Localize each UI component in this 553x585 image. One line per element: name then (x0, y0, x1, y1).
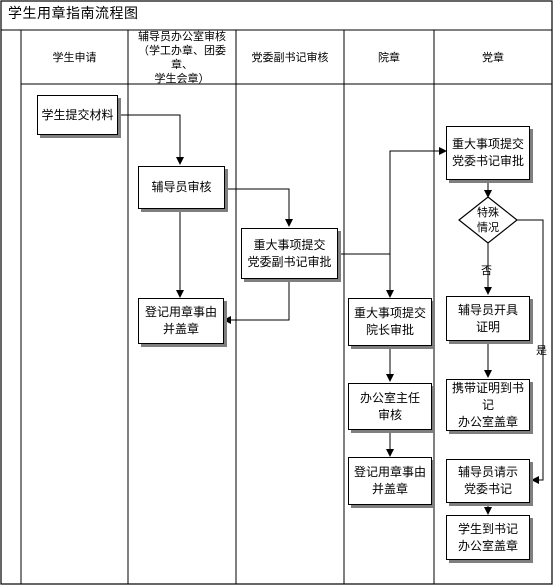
lane-header-counselor-office: 辅导员办公室审核 （学工办章、团委章、 学生会章） (138, 30, 226, 85)
node-counselor-certificate: 辅导员开具 证明 (446, 296, 530, 341)
node-major-deputy: 重大事项提交 党委副书记审批 (241, 228, 338, 279)
node-submit-materials: 学生提交材料 (37, 95, 118, 135)
special-case-diamond (458, 196, 518, 244)
node-office-director: 办公室主任 审核 (348, 383, 432, 430)
node-register-stamp-2: 登记用章事由 并盖章 (348, 457, 432, 505)
node-major-dean: 重大事项提交 院长审批 (348, 298, 432, 346)
connector-counselor-to-deputy (225, 188, 293, 227)
lane-header-party-seal: 党章 (482, 51, 504, 64)
node-register-stamp-1: 登记用章事由 并盖章 (138, 298, 224, 344)
node-bring-certificate: 携带证明到书记 办公室盖章 (446, 379, 530, 431)
connector-deputy-to-register (223, 279, 290, 324)
branch-label-no: 否 (481, 264, 492, 277)
branch-label-yes: 是 (536, 344, 547, 357)
connector-to-secretary (389, 147, 447, 254)
connector-special-yes (517, 219, 544, 484)
lane-header-deputy-secretary: 党委副书记审核 (251, 51, 329, 64)
special-case-label: 特殊 情况 (477, 206, 499, 234)
lane-header-student: 学生申请 (52, 51, 97, 64)
lane-header-college-seal: 院章 (378, 51, 400, 64)
node-student-to-office: 学生到书记 办公室盖章 (446, 515, 530, 560)
connector-submit-to-counselor (118, 114, 184, 165)
node-counselor-review: 辅导员审核 (138, 166, 225, 209)
page-title: 学生用章指南流程图 (8, 6, 139, 22)
node-major-secretary: 重大事项提交 党委书记审批 (446, 126, 530, 180)
node-counselor-request: 辅导员请示 党委书记 (446, 459, 530, 503)
